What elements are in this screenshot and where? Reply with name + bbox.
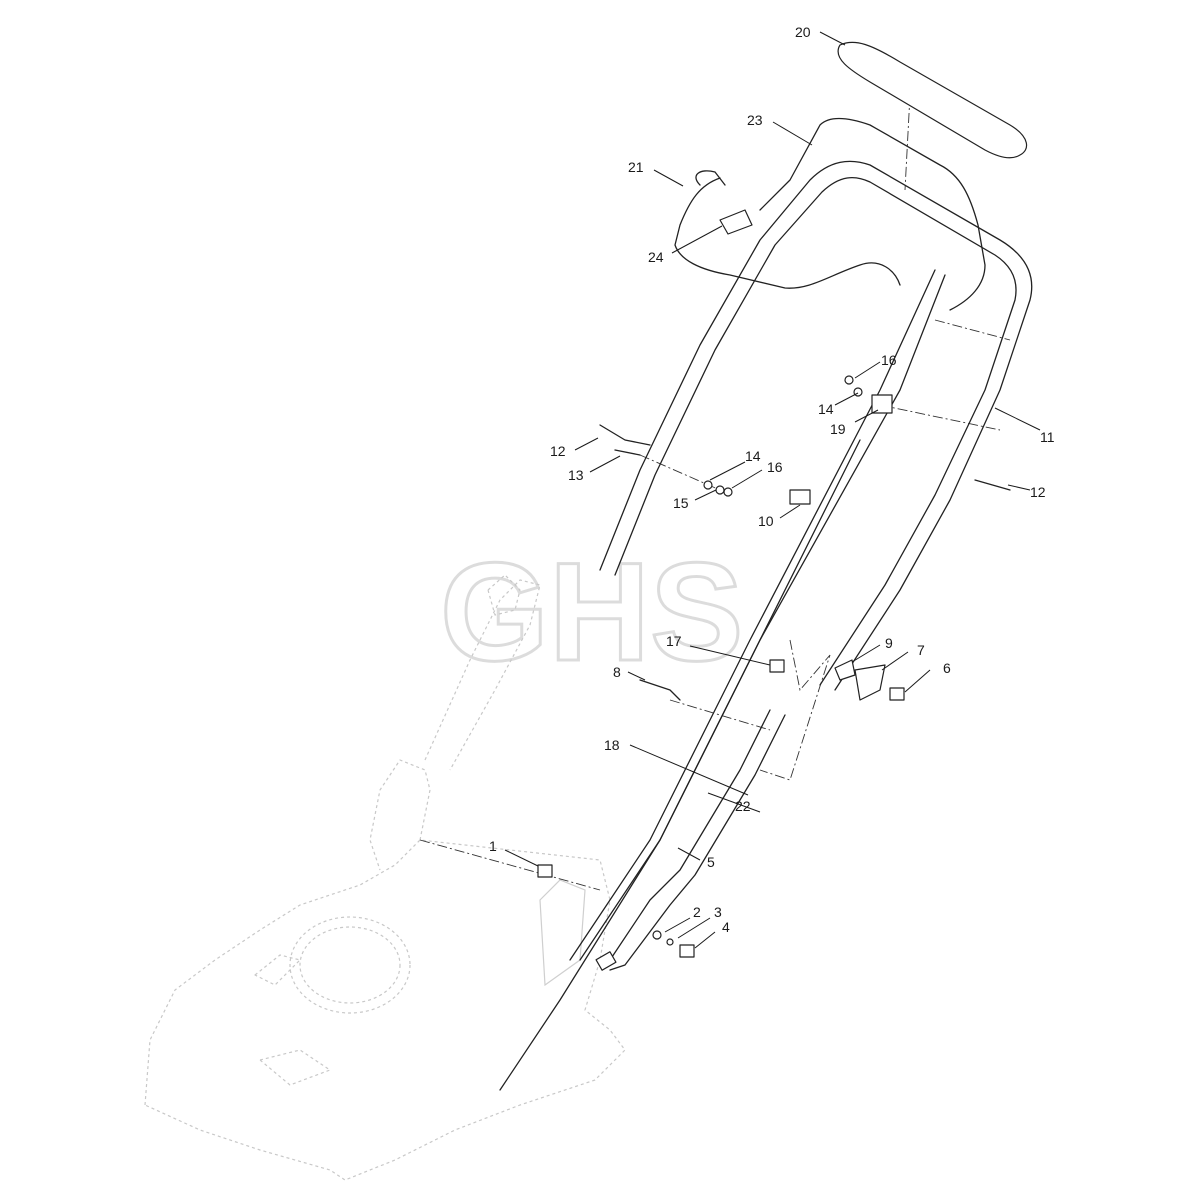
callout-16-lower: 16 — [767, 459, 783, 475]
callout-6: 6 — [943, 660, 951, 676]
callout-9: 9 — [885, 635, 893, 651]
callout-13: 13 — [568, 467, 584, 483]
callout-14-lower: 14 — [745, 448, 761, 464]
callout-16-upper: 16 — [881, 352, 897, 368]
callout-12-left: 12 — [550, 443, 566, 459]
part-10-clip — [789, 489, 811, 505]
assembly-centre-lines — [419, 94, 1011, 891]
part-17-spring — [769, 659, 785, 673]
callout-12-right: 12 — [1030, 484, 1046, 500]
part-13-bracket — [614, 449, 641, 456]
mower-deck — [144, 759, 626, 1181]
callout-17: 17 — [666, 633, 682, 649]
watermark: GHS — [440, 533, 743, 690]
callout-21: 21 — [628, 159, 644, 175]
callout-1: 1 — [489, 838, 497, 854]
part-1-bolt — [537, 864, 553, 878]
callout-leaders — [504, 31, 1041, 949]
part-14-washer-lower — [703, 480, 713, 490]
engine-stop-lever — [674, 170, 901, 289]
callout-labels: 1 2 3 4 5 6 7 8 9 10 11 12 12 13 14 14 1… — [489, 24, 1055, 935]
drive-bail-lever — [759, 117, 986, 311]
part-12-bolt-left — [599, 424, 651, 446]
part-6-nut — [889, 687, 905, 701]
decal — [719, 209, 753, 235]
part-2-washer — [652, 930, 662, 940]
handle-grip — [837, 41, 1028, 159]
callout-8: 8 — [613, 664, 621, 680]
upper-handle — [599, 160, 1033, 691]
hardware-parts — [537, 375, 1011, 958]
part-16-nut-lower — [723, 487, 733, 497]
callout-10: 10 — [758, 513, 774, 529]
callout-18: 18 — [604, 737, 620, 753]
callout-14-upper: 14 — [818, 401, 834, 417]
part-9-washer — [834, 659, 856, 681]
part-3-washer — [666, 938, 674, 946]
part-8-bolt — [639, 679, 681, 701]
callout-2: 2 — [693, 904, 701, 920]
callout-19: 19 — [830, 421, 846, 437]
left-lower-handle-ghost — [424, 574, 541, 771]
callout-24: 24 — [648, 249, 664, 265]
callout-23: 23 — [747, 112, 763, 128]
part-7-knob — [854, 664, 886, 701]
callout-5: 5 — [707, 854, 715, 870]
callout-11: 11 — [1040, 429, 1055, 445]
drive-cables — [499, 269, 946, 1091]
part-16-nut-upper — [844, 375, 854, 385]
part-15-washer — [715, 485, 725, 495]
part-19-cable-clip — [871, 394, 893, 414]
callout-22: 22 — [735, 798, 751, 814]
part-12-bolt-right — [974, 479, 1011, 491]
lower-handle — [595, 709, 786, 971]
callout-15: 15 — [673, 495, 689, 511]
callout-3: 3 — [714, 904, 722, 920]
part-4-nut — [679, 944, 695, 958]
callout-20: 20 — [795, 24, 811, 40]
callout-7: 7 — [917, 642, 925, 658]
callout-4: 4 — [722, 919, 730, 935]
